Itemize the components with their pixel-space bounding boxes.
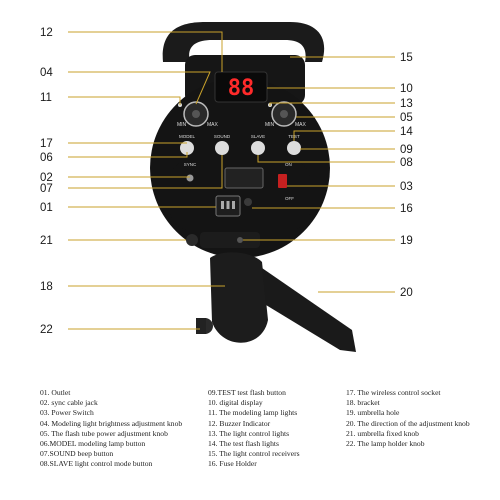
umbrella-mount [200, 232, 260, 248]
legend-item: 21. umbrella fixed knob [346, 428, 419, 438]
switch-off-label: OFF [285, 196, 294, 201]
legend-item: 11. The modeling lamp lights [208, 408, 298, 418]
outlet-pin [221, 201, 224, 209]
test-button[interactable] [287, 141, 301, 155]
knob-min-label-right: MIN [265, 122, 275, 128]
leader-lines [68, 31, 395, 330]
legend-item: 20. The direction of the adjustment knob [346, 418, 470, 428]
callout-06: 06 [40, 152, 53, 164]
legend-item: 03. Power Switch [40, 408, 94, 418]
legend-item: 14. The test flash lights [208, 439, 279, 449]
callout-13: 13 [400, 98, 413, 110]
callout-04: 04 [40, 67, 53, 79]
callout-20: 20 [400, 287, 413, 299]
callout-02: 02 [40, 172, 53, 184]
callout-10: 10 [400, 83, 413, 95]
legend-item: 05. The flash tube power adjustment knob [40, 428, 168, 438]
slave-label: SLAVE [251, 134, 265, 139]
callout-05: 05 [400, 112, 413, 124]
power-switch[interactable] [278, 174, 287, 188]
switch-on-label: ON [285, 162, 292, 167]
slave-button[interactable] [251, 141, 265, 155]
legend-item: 06.MODEL modeling lamp button [40, 439, 146, 449]
bracket [210, 252, 268, 343]
callout-03: 03 [400, 181, 413, 193]
outlet-pin [232, 201, 235, 209]
adjustment-knob-handle[interactable] [262, 268, 356, 352]
callout-01: 01 [40, 202, 53, 214]
legend-item: 09.TEST test flash button [208, 388, 286, 397]
callout-11: 11 [40, 92, 52, 104]
knob-center [192, 110, 200, 118]
legend-item: 08.SLAVE light control mode button [40, 459, 153, 469]
legend-item: 04. Modeling light brightness adjustment… [40, 418, 183, 428]
callout-17: 17 [40, 138, 53, 150]
legend-item: 07.SOUND beep button [40, 449, 114, 459]
sound-button[interactable] [215, 141, 229, 155]
callout-12: 12 [40, 27, 53, 39]
knob-min-label-left: MIN [177, 122, 187, 128]
knob-max-label-right: MAX [295, 122, 307, 128]
knob-max-label-left: MAX [207, 122, 219, 128]
flash-body-lower [170, 160, 310, 230]
legend-item: 18. bracket [346, 398, 380, 408]
legend-item: 13. The light control lights [208, 428, 290, 438]
legend-item: 12. Buzzer Indicator [208, 418, 271, 428]
legend-item: 15. The light control receivers [208, 449, 300, 459]
outlet-pin [226, 201, 230, 209]
umbrella-fixed-knob[interactable] [186, 234, 198, 246]
sync-label: SYNC [184, 162, 197, 167]
model-button[interactable] [180, 141, 194, 155]
model-label: MODEL [179, 134, 196, 139]
callout-09: 09 [400, 144, 413, 156]
product-diagram: 88 MIN MAX MIN MAX MODEL SOUND SLAVE TES… [40, 22, 413, 352]
legend-item: 22. The lamp holder knob [346, 439, 425, 449]
callout-07: 07 [40, 183, 53, 195]
callout-16: 16 [400, 203, 413, 215]
sound-label: SOUND [214, 134, 231, 139]
callout-08: 08 [400, 157, 413, 169]
callout-22: 22 [40, 324, 53, 336]
parts-legend: 01. Outlet 02. sync cable jack 03. Power… [40, 388, 495, 498]
umbrella-hole [237, 237, 243, 243]
sync-jack[interactable] [186, 174, 194, 182]
digital-display: 88 [228, 76, 255, 101]
legend-item: 01. Outlet [40, 388, 71, 397]
legend-column-1: 01. Outlet 02. sync cable jack 03. Power… [40, 388, 182, 470]
legend-item: 10. digital display [208, 398, 263, 408]
callout-14: 14 [400, 126, 413, 138]
display-panel [214, 71, 268, 103]
legend-item: 19. umbrella hole [346, 408, 400, 418]
legend-item: 16. Fuse Holder [208, 459, 257, 469]
wireless-socket[interactable] [224, 167, 264, 189]
legend-item: 17. The wireless control socket [346, 388, 441, 397]
callout-21: 21 [40, 235, 53, 247]
callout-numbers: 12 04 11 17 06 02 07 01 21 18 22 15 10 1… [40, 27, 413, 336]
callout-18: 18 [40, 281, 53, 293]
legend-column-3: 17. The wireless control socket 18. brac… [346, 388, 494, 449]
callout-15: 15 [400, 52, 413, 64]
lamp-holder-knob-grip [196, 318, 206, 334]
legend-column-2: 09.TEST test flash button 10. digital di… [208, 388, 300, 470]
callout-19: 19 [400, 235, 413, 247]
legend-item: 02. sync cable jack [40, 398, 98, 408]
knob-center [280, 110, 288, 118]
fuse-holder[interactable] [244, 198, 252, 206]
